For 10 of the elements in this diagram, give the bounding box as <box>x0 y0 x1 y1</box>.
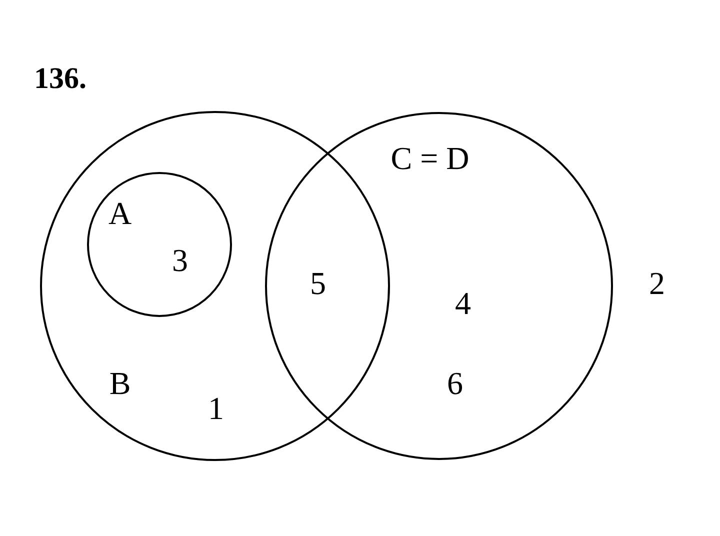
element-number: 4 <box>455 287 471 319</box>
set-name: C = D <box>390 142 470 174</box>
element-number: 2 <box>649 267 665 299</box>
element-number: 5 <box>310 267 326 299</box>
element-number: 3 <box>172 244 188 276</box>
element-number: 6 <box>447 367 463 399</box>
element-number: 1 <box>208 392 224 424</box>
exercise-number: 136. <box>34 62 86 96</box>
set-name: A <box>108 197 132 229</box>
set-name: B <box>109 367 131 399</box>
